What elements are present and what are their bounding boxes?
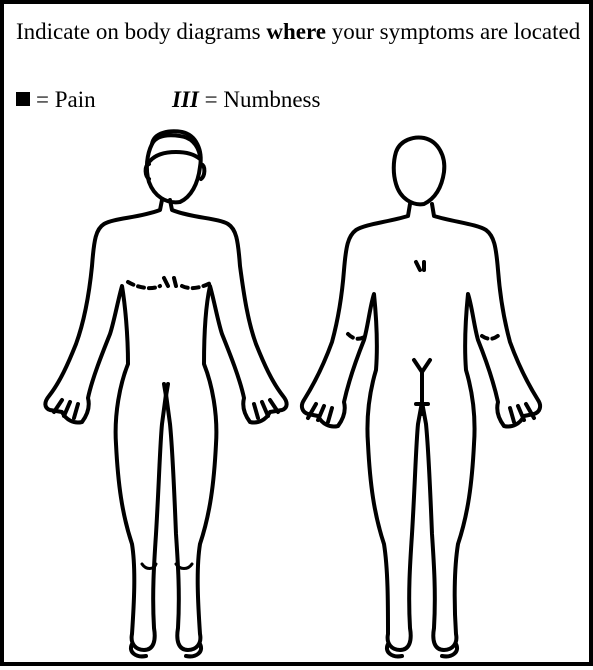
legend-numbness-label: = Numbness bbox=[205, 87, 321, 112]
symptom-legend: = Pain III = Numbness bbox=[16, 86, 576, 114]
body-back-diagram[interactable] bbox=[302, 138, 540, 657]
pain-square-icon bbox=[16, 92, 30, 106]
instruction-part2: your symptoms are located bbox=[326, 19, 580, 44]
numbness-symbol: III bbox=[172, 87, 199, 112]
legend-pain-label: = Pain bbox=[36, 87, 96, 112]
instruction-part1: Indicate on body diagrams bbox=[16, 19, 266, 44]
legend-pain: = Pain bbox=[16, 86, 96, 114]
body-diagrams bbox=[4, 122, 593, 670]
instruction-emphasis: where bbox=[266, 19, 326, 44]
body-front-diagram[interactable] bbox=[45, 131, 286, 656]
legend-numbness: III = Numbness bbox=[172, 86, 320, 114]
instruction-text: Indicate on body diagrams where your sym… bbox=[16, 18, 586, 45]
